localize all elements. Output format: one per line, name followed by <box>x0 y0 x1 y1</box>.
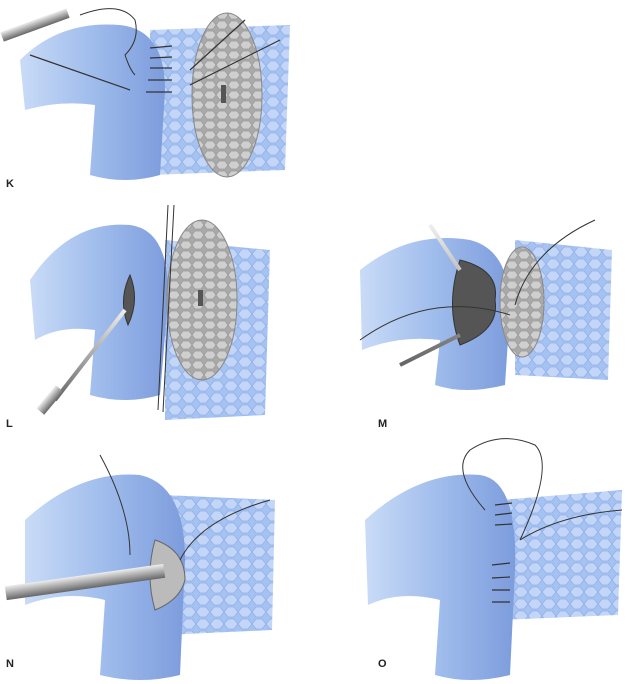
suture-thread <box>79 8 137 76</box>
suture-thread <box>359 219 596 341</box>
panel-label-l: L <box>6 418 13 430</box>
illustration-k <box>0 8 290 180</box>
graft-opening <box>221 85 226 103</box>
sutures <box>29 19 281 93</box>
stomach-tube <box>30 224 169 400</box>
stomach-tube <box>365 474 516 680</box>
panel-n: N <box>0 450 320 684</box>
panel-label-o: O <box>378 658 387 670</box>
illustration-n <box>4 454 275 680</box>
illustration-l <box>30 204 270 420</box>
panel-label-k: K <box>6 178 14 190</box>
suture-thread <box>99 454 271 561</box>
stomach-tube <box>20 24 165 180</box>
forceps <box>4 563 166 601</box>
panel-k: K <box>0 0 320 190</box>
probe-shaft <box>53 308 127 402</box>
opened-lumen <box>452 259 497 346</box>
illustration-o <box>365 438 623 680</box>
needle-holder <box>0 8 70 42</box>
panel-o: O <box>360 430 630 684</box>
graft-opening <box>198 290 203 306</box>
incision <box>123 273 135 327</box>
retractors <box>399 223 462 367</box>
panel-label-n: N <box>6 658 14 670</box>
sutures <box>491 502 513 603</box>
graft-oval <box>499 246 545 358</box>
sutures <box>157 204 175 413</box>
mesh-strip <box>500 490 622 620</box>
illustration-m <box>359 219 612 390</box>
panel-l: L <box>0 200 320 435</box>
graft-oval <box>191 12 263 178</box>
suture-thread <box>462 438 623 541</box>
mesh-strip <box>165 495 275 635</box>
panel-label-m: M <box>378 418 388 430</box>
panel-m: M <box>350 210 620 430</box>
probe-handle <box>36 385 64 415</box>
